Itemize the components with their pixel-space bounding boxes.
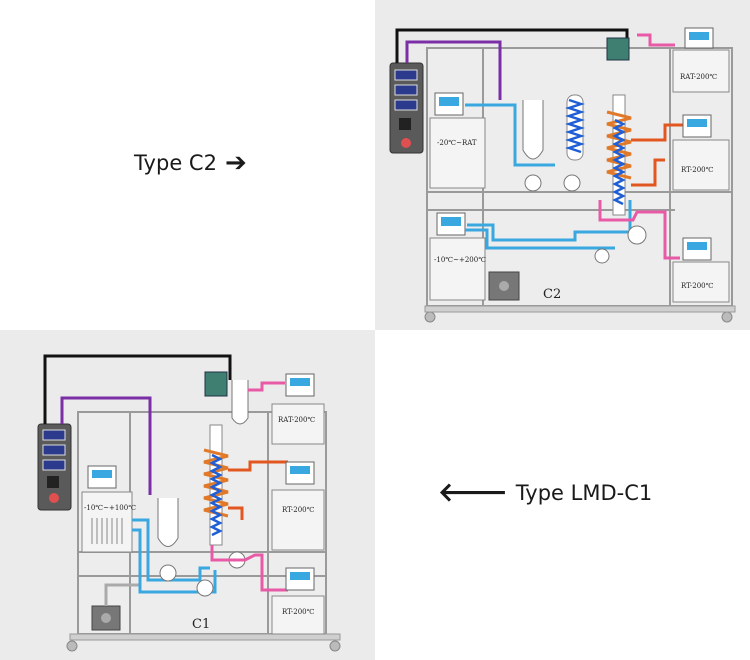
caption-type-c2: Type C2 ➔ [134, 150, 247, 176]
c1-heater-top: RAT-200℃ [271, 373, 325, 445]
diagram-c1-panel: -10℃~+100℃ RAT-20 [0, 330, 375, 660]
c2-heater-bottom-left-label: -10℃~+200℃ [434, 256, 486, 264]
c1-heater-mid: RT-200℃ [271, 461, 325, 551]
arrow-left-icon: 🡐 [438, 478, 508, 508]
c2-heater-mid-label: RT-200℃ [681, 166, 714, 174]
c2-evaporator-column [594, 37, 647, 264]
c1-control-box [37, 423, 72, 511]
diagram-c2-illustration: -20℃~RAT -10℃~+200℃ [389, 27, 736, 323]
c2-condenser [565, 94, 585, 161]
c2-heater-mid: RT-200℃ [672, 114, 730, 191]
c2-heater-bottom-label: RT-200℃ [681, 282, 714, 290]
c1-evaporator-column [203, 371, 249, 546]
c1-name-label: C1 [192, 617, 210, 632]
c1-chiller-label: -10℃~+100℃ [84, 504, 136, 512]
c1-heater-bottom: RT-200℃ [271, 567, 325, 635]
caption-type-c2-text: Type C2 [134, 151, 217, 175]
c1-heater-bottom-label: RT-200℃ [282, 608, 315, 616]
c2-chiller-label: -20℃~RAT [437, 139, 477, 147]
caption-type-lmd-c1: 🡐 Type LMD-C1 [438, 480, 652, 506]
c2-heater-top: RAT-200℃ [672, 27, 730, 93]
c2-heater-bottom: RT-200℃ [672, 237, 730, 303]
c2-name-label: C2 [543, 287, 561, 302]
diagram-c2-panel: -20℃~RAT -10℃~+200℃ [375, 0, 750, 330]
c2-chiller-unit: -20℃~RAT [429, 92, 486, 189]
c2-control-box [389, 62, 424, 154]
c2-power-button-icon [401, 138, 411, 148]
c1-heater-mid-label: RT-200℃ [282, 506, 315, 514]
c2-heater-bottom-left: -10℃~+200℃ [429, 212, 486, 301]
arrow-right-icon: ➔ [224, 148, 247, 178]
caption-type-lmd-c1-text: Type LMD-C1 [515, 481, 653, 505]
c1-chiller-unit: -10℃~+100℃ [81, 465, 136, 553]
c1-heater-top-label: RAT-200℃ [278, 416, 315, 424]
c2-heater-top-label: RAT-200℃ [680, 73, 717, 81]
c1-power-button-icon [49, 493, 59, 503]
diagram-c1-illustration: -10℃~+100℃ RAT-20 [37, 354, 341, 652]
